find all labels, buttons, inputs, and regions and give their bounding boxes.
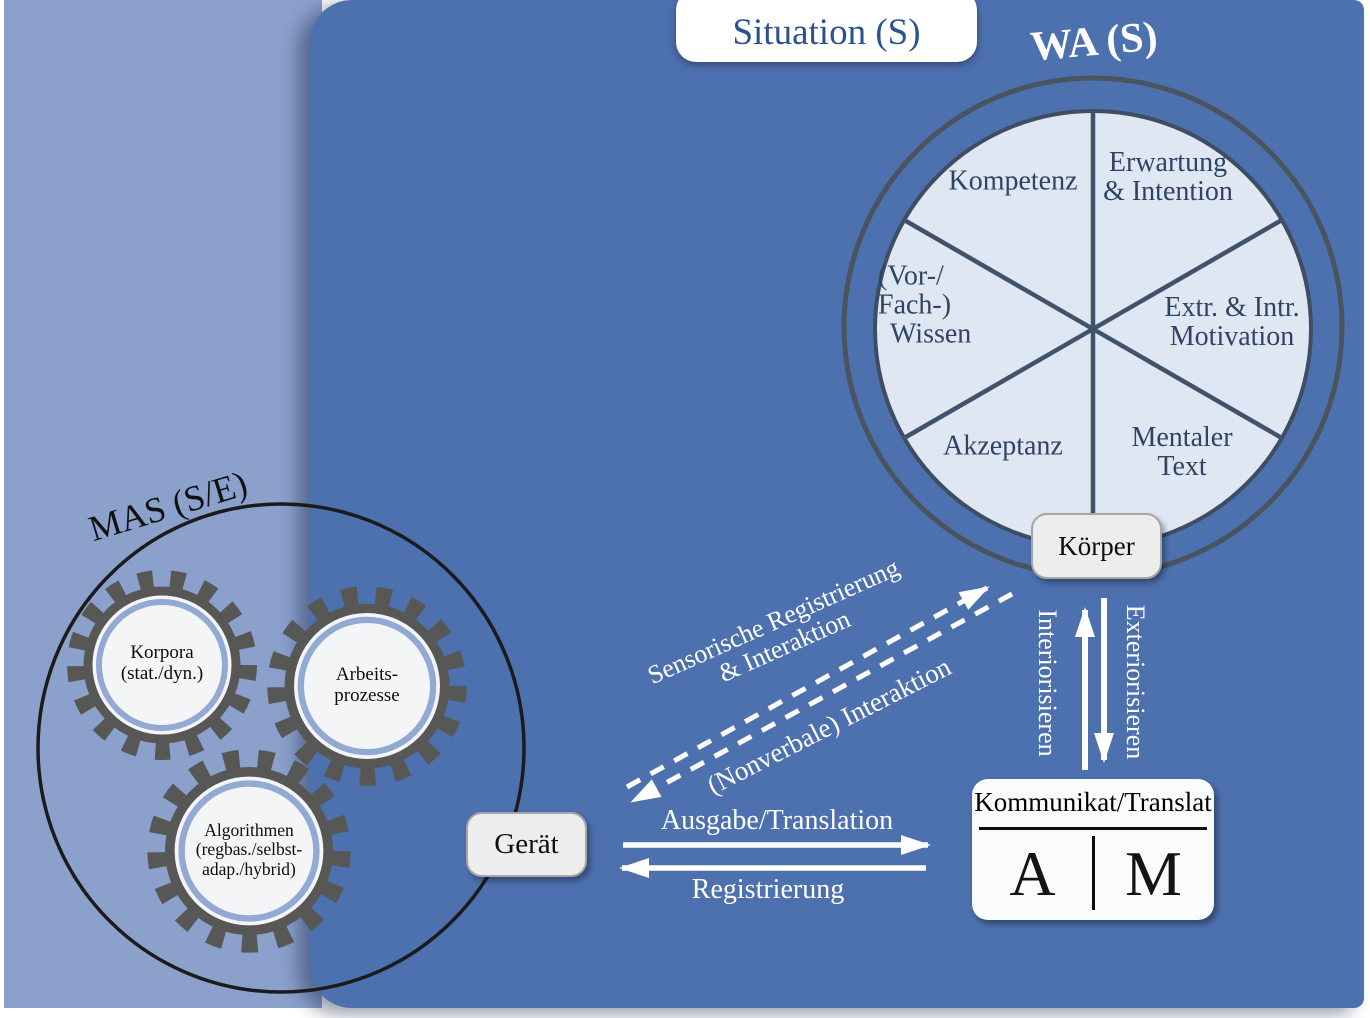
kommunikat-vertical-divider: [1091, 836, 1095, 910]
segment-erwartung-intention: Erwartung & Intention: [1103, 146, 1233, 207]
exteriorisieren-label: Exteriorisieren: [1121, 604, 1150, 760]
kommunikat-ausgang-a: A: [1009, 837, 1056, 909]
gear-label-arbeitsprozesse: Arbeits- prozesse: [334, 664, 400, 706]
situation-label: Situation (S): [732, 12, 921, 53]
interiorisieren-label: Interiorisieren: [1033, 609, 1062, 757]
segment-kompetenz: Kompetenz: [948, 165, 1078, 197]
gear-label-korpora: Korpora (stat./dyn.): [120, 642, 204, 684]
kommunikat-horizontal-divider: [979, 827, 1207, 830]
gerat-node: Gerät: [466, 812, 587, 877]
kommunikat-m: M: [1125, 837, 1182, 909]
segment-mentaler-text: Mentaler Text: [1131, 421, 1233, 482]
mas-ellipse: [36, 502, 526, 994]
ausgabe-label: Ausgabe/Translation: [660, 805, 894, 836]
registrierung-label: Registrierung: [691, 874, 845, 905]
nonverbale-dashed-arrow: [630, 591, 1014, 804]
arbeitsprozesse-gear: [267, 586, 467, 786]
korper-node: Körper: [1031, 513, 1162, 579]
sensorische-dashed-arrow: [625, 585, 990, 790]
korpora-gear: [67, 570, 257, 760]
kommunikat-translat-box: Kommunikat/Translat A M: [972, 779, 1214, 920]
kommunikat-title: Kommunikat/Translat: [974, 787, 1212, 817]
segment-motivation: Extr. & Intr. Motivation: [1164, 291, 1300, 352]
wa-segment-dividers: [903, 111, 1283, 547]
algorithmen-gear: [147, 749, 351, 953]
situation-tab: Situation (S): [676, 0, 977, 62]
segment-akzeptanz: Akzeptanz: [943, 430, 1063, 462]
segment-vor-fach-wissen: (Vor-/ Fach-) Wissen: [878, 260, 972, 350]
gear-label-algorithmen: Algorithmen (regbas./selbst- adap./hybri…: [195, 820, 303, 879]
